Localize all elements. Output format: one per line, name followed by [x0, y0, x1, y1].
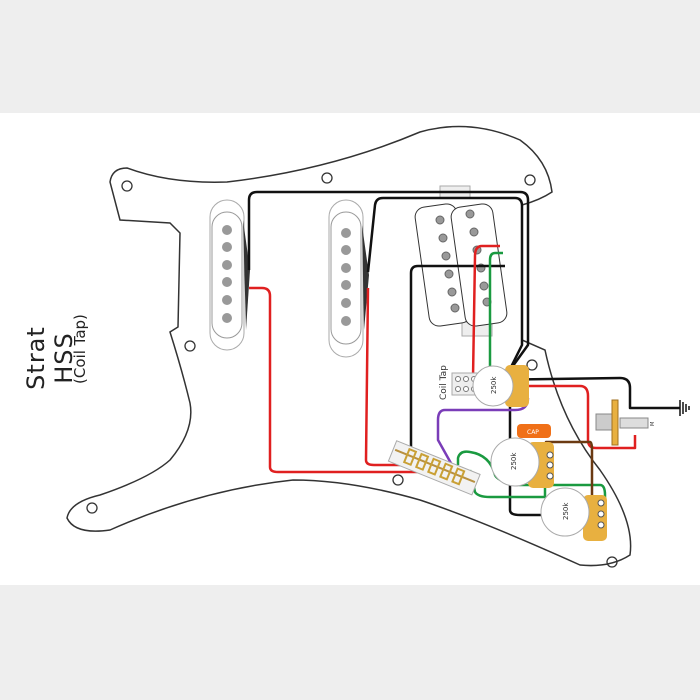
pole-pieces	[341, 228, 351, 326]
output-jack[interactable]: M	[595, 399, 656, 446]
ground-wire-jack	[479, 376, 680, 410]
brown-wire	[544, 440, 600, 512]
five-way-switch[interactable]	[387, 440, 481, 496]
green-wire-humbucker	[488, 251, 503, 370]
tone-pot-2[interactable]: 250k	[540, 487, 607, 541]
tone-pot-1[interactable]: 250k	[490, 437, 554, 488]
hot-wire-jack	[528, 384, 637, 450]
diagram-subtitle: (Coil Tap)	[71, 314, 89, 384]
hot-wire-humbucker	[471, 244, 500, 379]
jack-label: M	[650, 422, 656, 426]
tone-pot-1-value: 250k	[510, 452, 518, 470]
neck-pickup[interactable]	[209, 199, 250, 351]
hot-wire-middle	[364, 287, 422, 467]
ground-wire-main	[247, 190, 548, 517]
tone-pot-2-value: 250k	[562, 502, 570, 520]
screw-holes	[86, 172, 618, 568]
capacitor-label: CAP	[527, 429, 539, 436]
volume-pot-value: 250k	[490, 376, 498, 394]
ground-wire-humbucker	[409, 264, 505, 458]
diagram-title: Strat HSS	[22, 326, 78, 390]
coil-tap-label: Coil Tap	[439, 365, 449, 400]
middle-pickup[interactable]	[328, 199, 369, 358]
wires	[247, 190, 680, 517]
volume-pot[interactable]: 250k	[472, 365, 529, 407]
hot-wire-neck	[249, 286, 425, 474]
ground-wire-middle	[366, 196, 524, 376]
pole-pieces	[222, 225, 232, 323]
ground-symbol-icon	[679, 400, 690, 416]
capacitor: CAP	[517, 424, 551, 438]
